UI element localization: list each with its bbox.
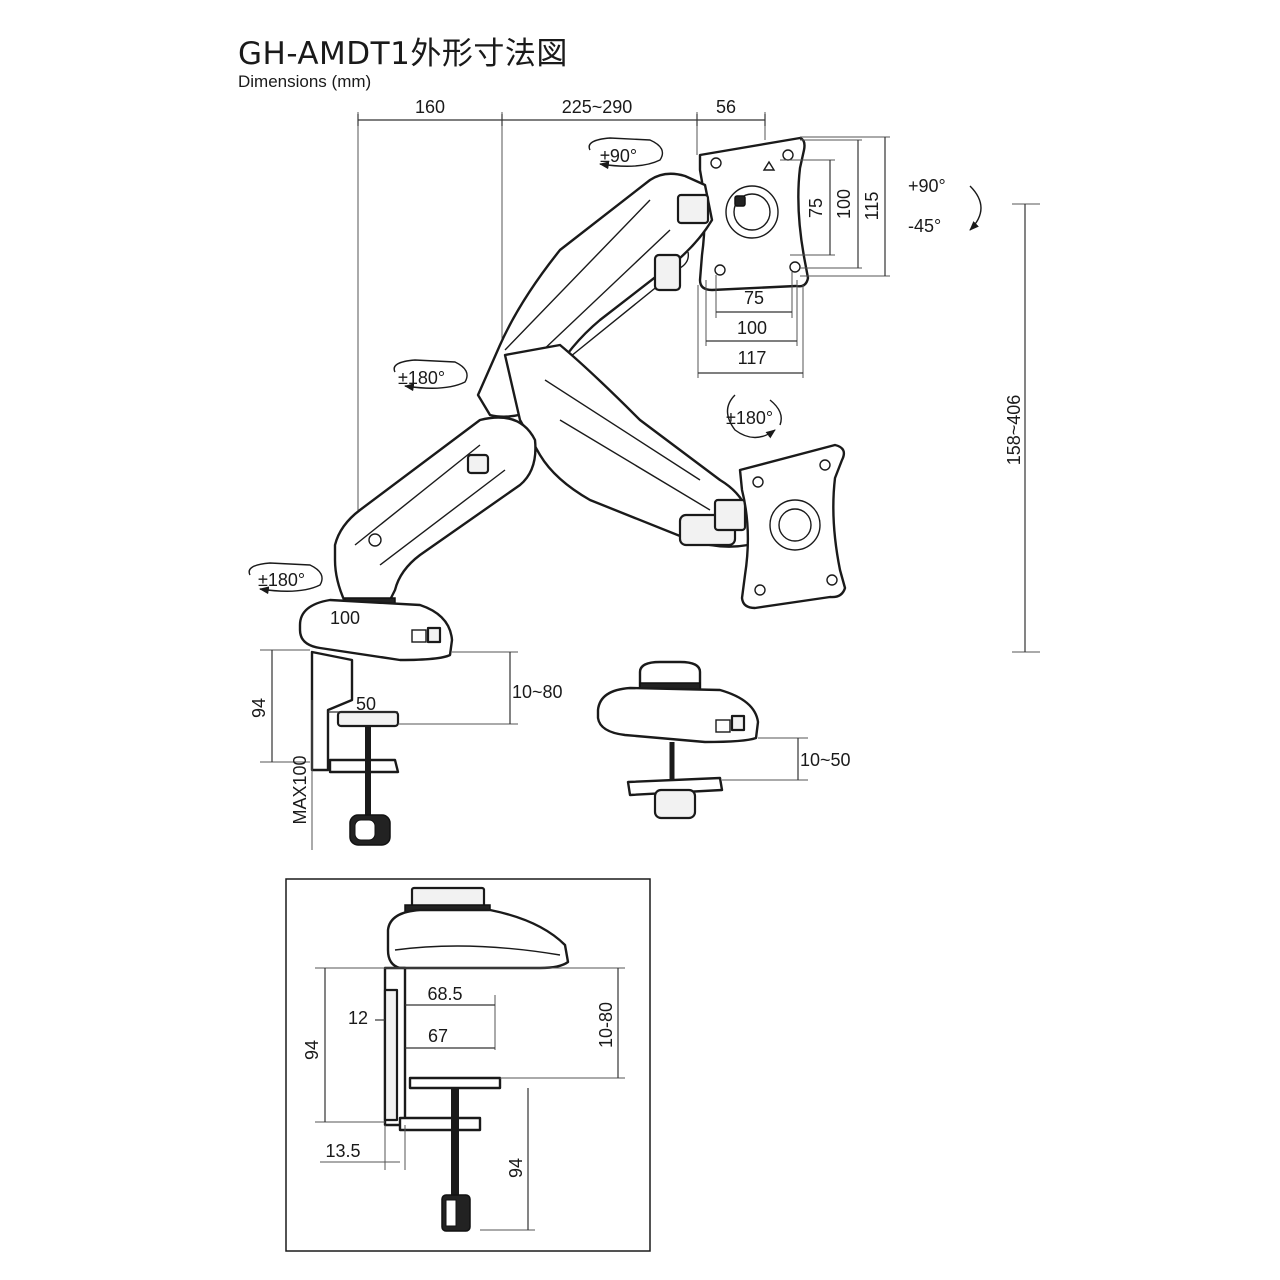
dim-grommet-10-50: 10~50 bbox=[800, 750, 851, 770]
dim-clamp-50: 50 bbox=[356, 694, 376, 714]
rotation-elbow-label: ±180° bbox=[398, 368, 445, 388]
tilt-up-label: +90° bbox=[908, 176, 946, 196]
detail-dim-68-5: 68.5 bbox=[427, 984, 462, 1004]
monitor-arm-lower-rotated bbox=[503, 343, 752, 548]
page-title: GH-AMDT1外形寸法図 bbox=[238, 36, 568, 72]
dim-base-100: 100 bbox=[330, 608, 360, 628]
rotation-elbow-icon bbox=[393, 359, 468, 392]
detail-frame bbox=[285, 878, 651, 1252]
dim-115-vertical: 115 bbox=[862, 192, 882, 221]
rotation-head-icon bbox=[726, 394, 782, 439]
grommet-dims bbox=[722, 737, 808, 781]
page-subtitle: Dimensions (mm) bbox=[238, 72, 372, 91]
rotation-base-label: ±180° bbox=[258, 570, 305, 590]
detail-dim-10-80: 10-80 bbox=[596, 1002, 616, 1048]
dim-75-horizontal: 75 bbox=[744, 288, 764, 308]
detail-dim-94-right: 94 bbox=[506, 1158, 526, 1178]
dim-117-horizontal: 117 bbox=[738, 348, 767, 368]
dim-158-406: 158~406 bbox=[1004, 395, 1024, 466]
grommet-base bbox=[596, 660, 760, 820]
dim-75-vertical: 75 bbox=[806, 198, 826, 218]
detail-dims bbox=[315, 967, 625, 1231]
detail-dim-12: 12 bbox=[348, 1008, 368, 1028]
tilt-down-label: -45° bbox=[908, 216, 941, 236]
rotation-plate-icon bbox=[588, 137, 664, 170]
vesa-plate-front bbox=[698, 136, 810, 292]
rotation-plate-label: ±90° bbox=[600, 146, 637, 166]
dim-clamp-max100: MAX100 bbox=[290, 755, 310, 824]
dim-clamp-10-80: 10~80 bbox=[512, 682, 563, 702]
detail-dim-13-5: 13.5 bbox=[325, 1141, 360, 1161]
detail-dim-67: 67 bbox=[428, 1026, 448, 1046]
dim-100-horizontal: 100 bbox=[737, 318, 767, 338]
clamp-base-left bbox=[298, 597, 454, 846]
height-range-dim bbox=[1012, 203, 1040, 653]
detail-clamp bbox=[383, 886, 570, 1232]
plate-width-dims bbox=[697, 272, 804, 378]
tilt-arrow-icon bbox=[969, 185, 982, 231]
detail-dim-94-left: 94 bbox=[302, 1040, 322, 1060]
plate-height-dims bbox=[780, 136, 890, 277]
clamp-left-dims bbox=[260, 649, 518, 850]
dim-225-290: 225~290 bbox=[562, 97, 633, 117]
dim-100-vertical: 100 bbox=[834, 189, 854, 219]
dim-clamp-94: 94 bbox=[249, 698, 269, 718]
monitor-arm-forearm bbox=[333, 416, 537, 604]
rotation-base-icon bbox=[248, 562, 323, 595]
dim-160: 160 bbox=[415, 97, 445, 117]
rotation-head-label: ±180° bbox=[726, 408, 773, 428]
vesa-plate-rotated bbox=[738, 443, 847, 610]
dim-56: 56 bbox=[716, 97, 736, 117]
